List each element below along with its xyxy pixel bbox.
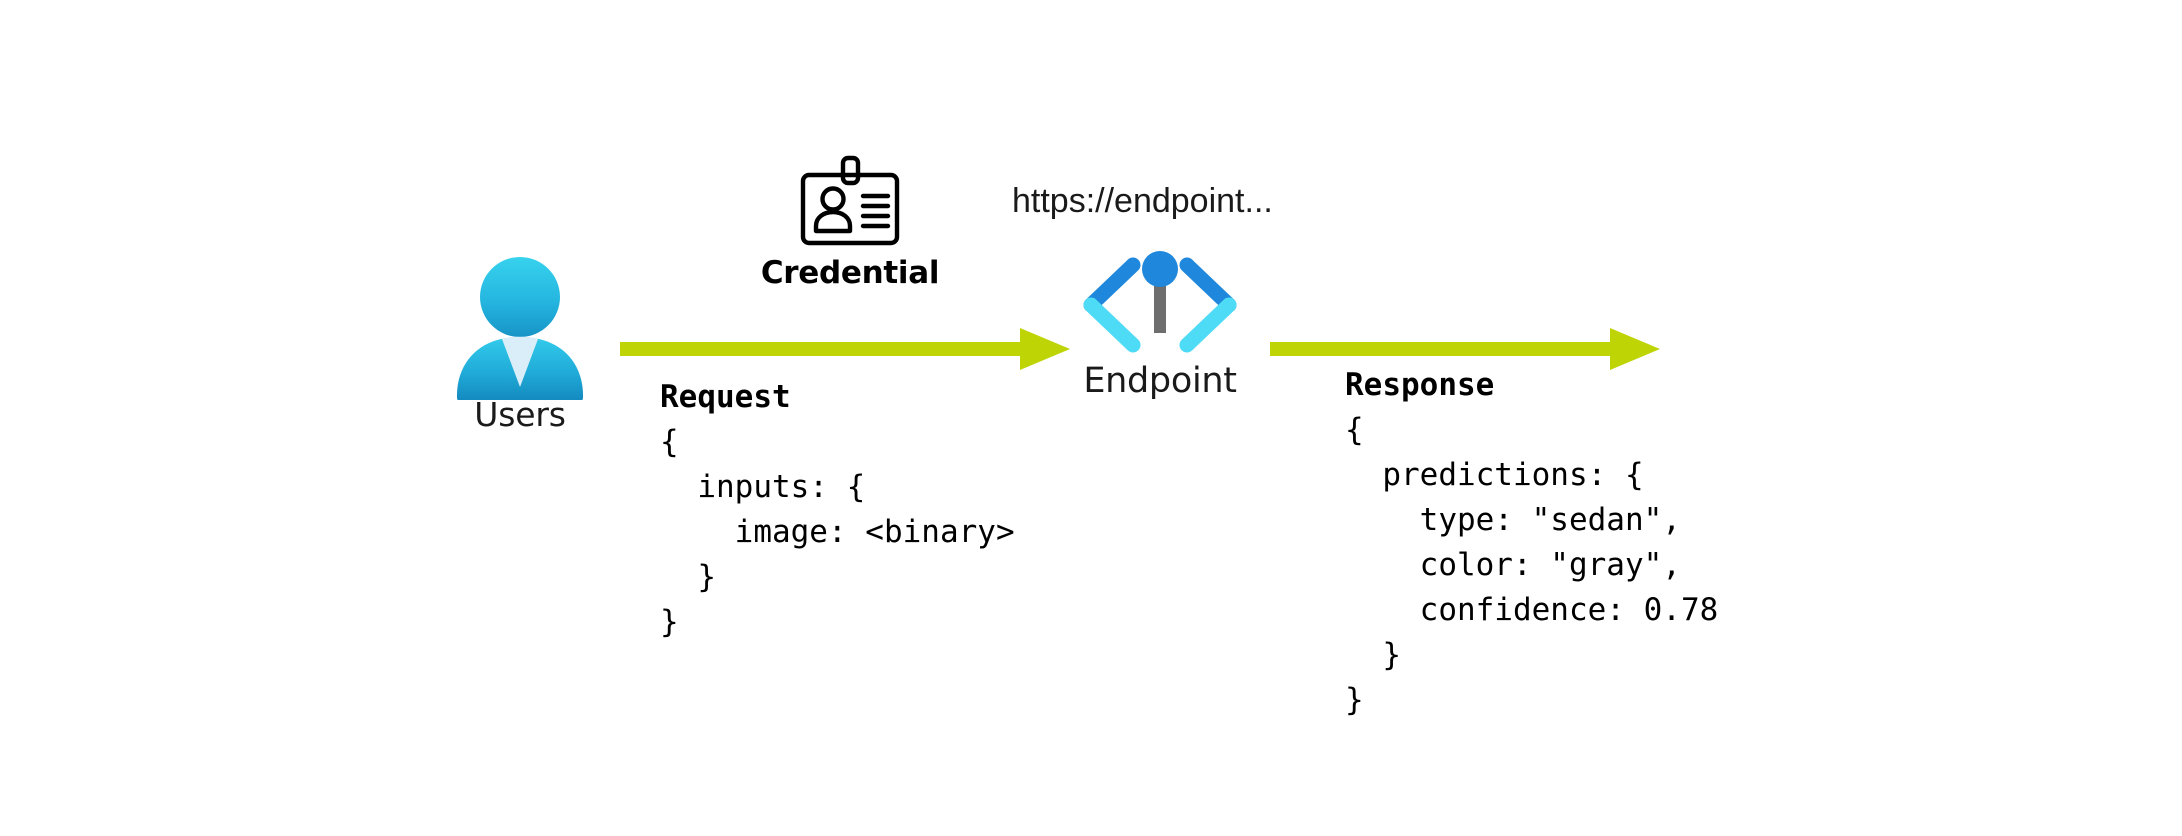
request-block: Request { inputs: { image: <binary> } } xyxy=(660,375,1015,645)
endpoint-group: Endpoint xyxy=(1075,245,1245,420)
request-heading: Request xyxy=(660,379,791,415)
response-arrow xyxy=(1270,325,1660,373)
credential-label: Credential xyxy=(760,255,940,291)
request-arrow xyxy=(620,325,1070,373)
arrow-right-icon xyxy=(1270,328,1660,370)
response-json: { predictions: { type: "sedan", color: "… xyxy=(1345,412,1719,718)
endpoint-url-label: https://endpoint... xyxy=(1012,182,1273,220)
users-actor: Users xyxy=(455,255,585,435)
endpoint-label: Endpoint xyxy=(1083,361,1237,401)
id-badge-icon xyxy=(800,155,900,246)
user-person-icon xyxy=(457,257,583,400)
arrow-right-icon xyxy=(620,328,1070,370)
users-label: Users xyxy=(474,395,566,434)
code-brackets-pin-icon xyxy=(1083,251,1237,353)
request-json: { inputs: { image: <binary> } } xyxy=(660,424,1015,640)
credential-group: Credential xyxy=(760,155,940,300)
response-heading: Response xyxy=(1345,367,1495,403)
response-block: Response { predictions: { type: "sedan",… xyxy=(1345,363,1718,723)
